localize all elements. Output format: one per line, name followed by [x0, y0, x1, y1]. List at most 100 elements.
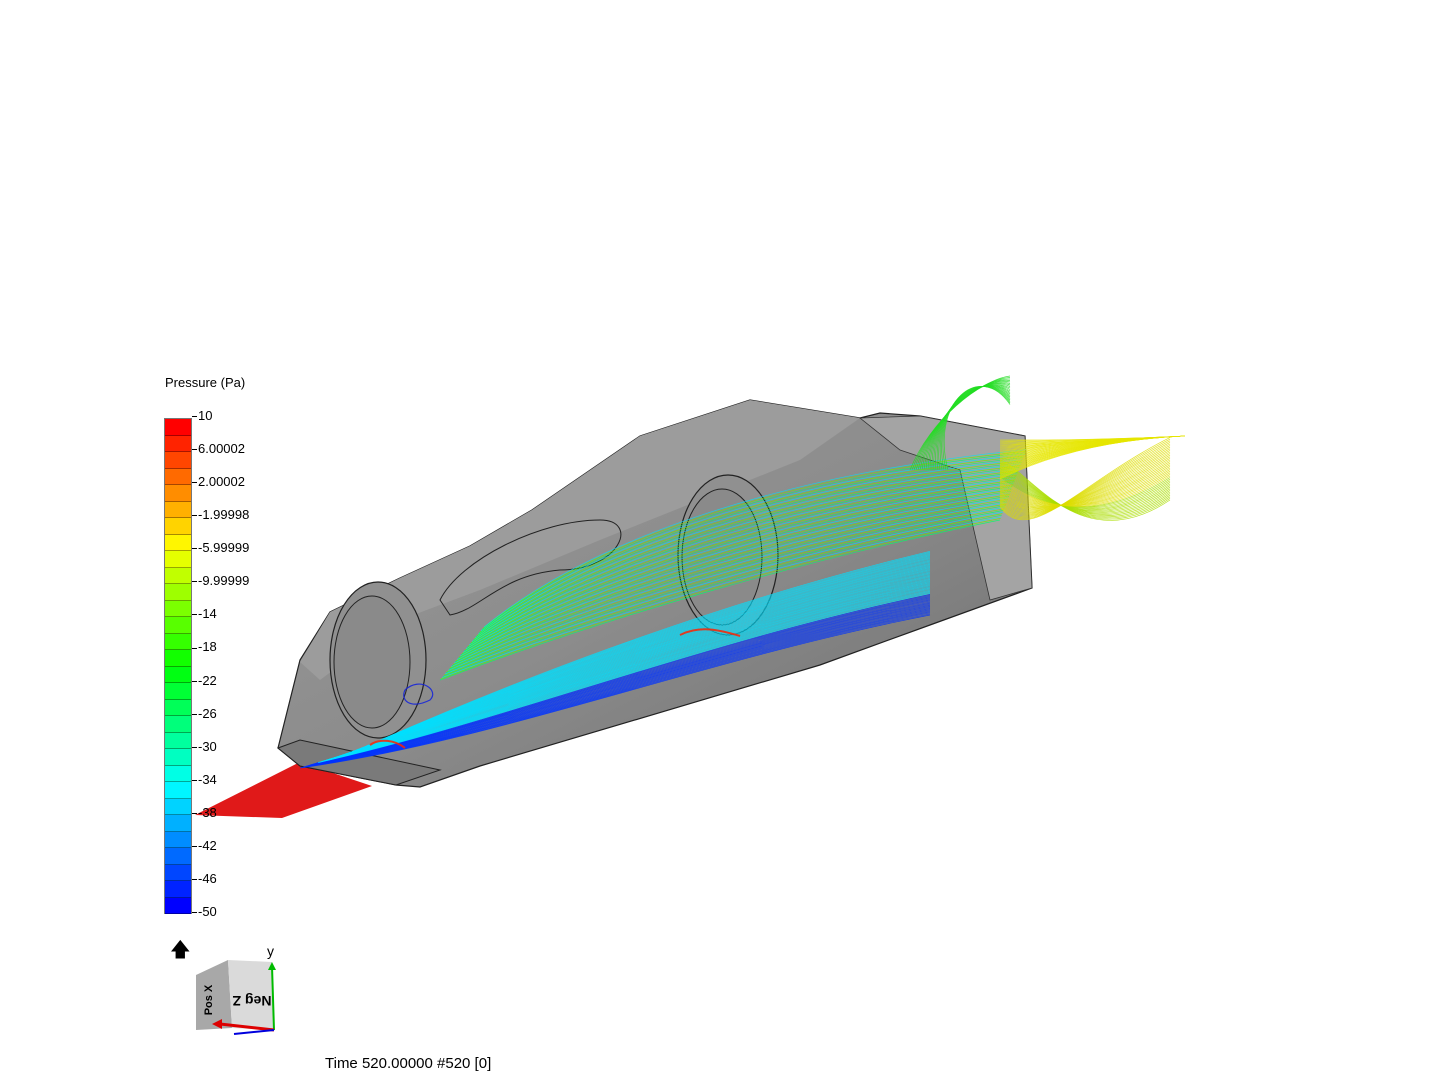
- streamline: [457, 490, 1011, 659]
- streamline: [456, 492, 1011, 660]
- streamline: [332, 575, 931, 759]
- legend-band: [165, 567, 191, 585]
- streamline: [919, 382, 1011, 471]
- legend-band: [165, 600, 191, 618]
- legend-band: [165, 617, 191, 634]
- streamline: [472, 466, 1020, 641]
- legend-tick-label: -5.99999: [192, 541, 249, 555]
- streamline: [931, 385, 1011, 471]
- axis-x-arrow: [219, 1022, 275, 1032]
- streamline: [333, 574, 931, 759]
- streamline: [478, 457, 1024, 634]
- streamline: [470, 470, 1019, 644]
- streamline: [403, 683, 434, 705]
- time-status: Time 520.00000 #520 [0]: [325, 1055, 492, 1072]
- legend-band: [165, 468, 191, 486]
- streamline: [462, 482, 1014, 653]
- legend-band: [165, 419, 191, 436]
- legend-tick-label: -34: [192, 772, 217, 787]
- legend-band: [165, 584, 191, 601]
- streamline: [442, 514, 1002, 677]
- legend-tick-label: 6.00002: [192, 442, 245, 456]
- cube-face-pos-x: Pos X: [203, 984, 215, 1015]
- streamline: [466, 476, 1017, 648]
- cube-face-neg-z: Neg Z: [232, 993, 271, 1009]
- home-icon[interactable]: 🡅: [170, 939, 191, 961]
- streamline: [927, 384, 1011, 471]
- color-legend-bar: [164, 418, 192, 915]
- streamline: [306, 607, 931, 767]
- streamline: [475, 462, 1022, 638]
- legend-tick-label: 10: [192, 409, 212, 423]
- streamline: [307, 606, 931, 767]
- streamline: [933, 385, 1011, 471]
- streamline: [304, 609, 931, 767]
- streamline: [328, 580, 931, 760]
- streamline: [999, 435, 1186, 480]
- legend-band: [165, 732, 191, 750]
- legend-band: [165, 765, 191, 783]
- streamline: [468, 473, 1018, 646]
- streamline: [300, 613, 931, 769]
- streamline: [443, 513, 1003, 676]
- streamline: [473, 465, 1021, 640]
- streamline: [474, 463, 1022, 639]
- streamline: [369, 739, 406, 749]
- legend-band: [165, 633, 191, 651]
- streamline: [450, 502, 1007, 668]
- streamline: [451, 500, 1008, 666]
- orientation-cube[interactable]: Neg Z Pos X y: [196, 943, 276, 1035]
- legend-tick-label: -22: [192, 673, 217, 688]
- streamlines: [299, 375, 1186, 769]
- streamline: [326, 582, 931, 761]
- legend-band: [165, 798, 191, 816]
- streamline: [325, 584, 931, 761]
- inlet-streamline-sheet: [195, 762, 372, 818]
- legend-band: [165, 864, 191, 882]
- streamline: [301, 612, 931, 768]
- legend-band: [165, 897, 191, 915]
- streamline: [329, 579, 931, 760]
- streamline: [469, 471, 1019, 645]
- streamline: [458, 489, 1012, 658]
- legend-band: [165, 782, 191, 799]
- streamline: [476, 460, 1023, 636]
- streamline: [302, 611, 931, 768]
- legend-band: [165, 452, 191, 469]
- legend-band: [165, 666, 191, 684]
- streamline: [453, 497, 1009, 664]
- streamline: [461, 484, 1014, 654]
- legend-band: [165, 683, 191, 700]
- streamline: [999, 437, 1171, 520]
- legend-band: [165, 485, 191, 502]
- streamline: [308, 604, 931, 766]
- streamline: [483, 449, 1027, 628]
- streamline: [467, 474, 1017, 647]
- legend-band: [165, 815, 191, 832]
- streamline: [303, 610, 931, 768]
- streamline: [455, 494, 1010, 662]
- streamline: [477, 458, 1023, 635]
- streamline: [299, 614, 931, 769]
- streamline: [925, 384, 1011, 471]
- streamline: [441, 516, 1002, 678]
- legend-band: [165, 831, 191, 849]
- streamline: [330, 577, 931, 760]
- legend-tick-label: -50: [192, 905, 217, 919]
- legend-tick-label: -26: [192, 706, 217, 721]
- legend-band: [165, 534, 191, 552]
- streamline: [471, 468, 1020, 642]
- axis-y-arrow: [271, 965, 275, 1031]
- streamline: [921, 383, 1011, 471]
- streamline: [326, 583, 931, 761]
- legend-band: [165, 435, 191, 453]
- streamline: [459, 487, 1013, 657]
- streamline: [446, 508, 1005, 672]
- streamline: [327, 581, 931, 760]
- streamline: [465, 478, 1016, 650]
- streamline: [452, 498, 1008, 665]
- axis-y-label: y: [267, 943, 274, 959]
- streamline: [943, 386, 1011, 471]
- legend-title: Pressure (Pa): [165, 375, 246, 390]
